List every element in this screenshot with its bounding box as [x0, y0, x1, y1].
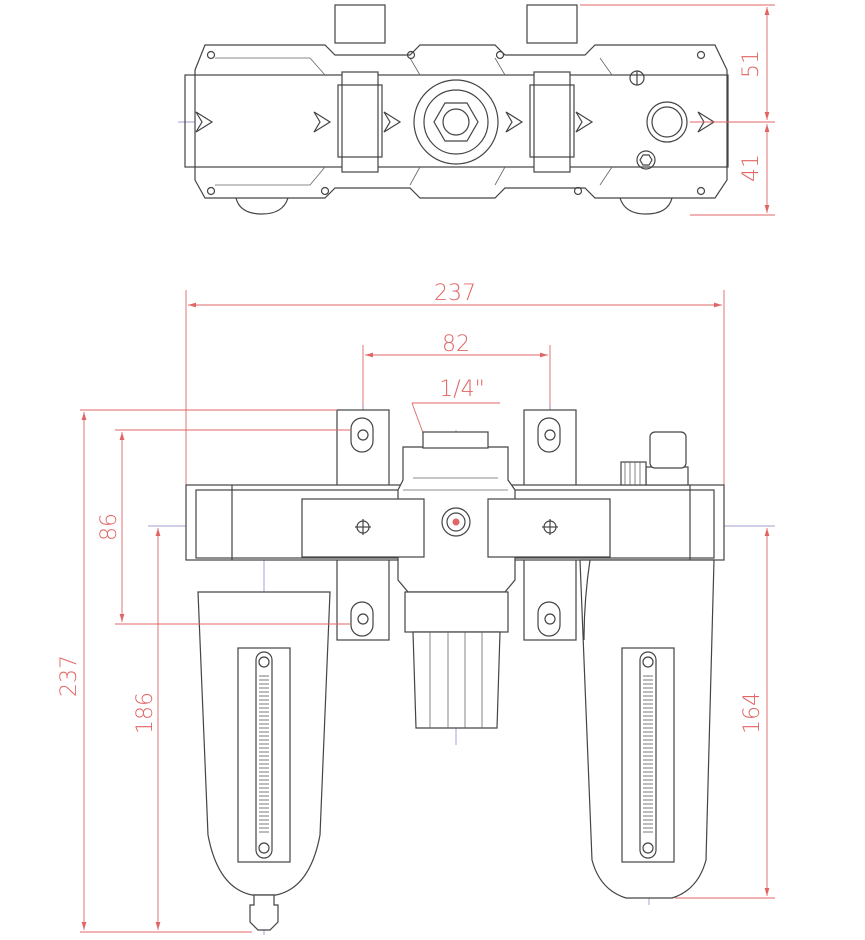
mount-hole-icon [355, 429, 558, 625]
top-body-inner-rect [184, 74, 729, 168]
top-bracket-tab-left [334, 4, 386, 44]
top-drip-hex [639, 154, 653, 166]
dim-86-label: 86 [97, 513, 122, 541]
clamp-plate-right [487, 498, 611, 558]
regulator-knob [404, 591, 509, 729]
top-regulator-ring [423, 89, 489, 155]
top-bowl-right [619, 197, 673, 215]
top-regulator-outer [413, 79, 499, 165]
top-corner-screws [206, 50, 706, 196]
dim-51-label: 51 [739, 50, 764, 78]
dim-237h-label: 237 [57, 655, 82, 697]
dim-164-label: 164 [740, 692, 765, 734]
top-bowl-left [235, 197, 289, 215]
top-clamp-right [533, 71, 571, 173]
filter-sight-glass-ticks [259, 675, 269, 833]
top-lubricator-port-inner [651, 106, 683, 138]
top-clamp-left [341, 71, 379, 173]
gauge-port [441, 507, 471, 537]
top-regulator-hex [433, 102, 479, 142]
filter-bowl [197, 591, 331, 931]
port-size-label: 1/4" [439, 377, 485, 402]
dim-237w-label: 237 [434, 281, 476, 306]
lubricator-sight-glass-ticks [643, 675, 653, 833]
top-drip-sight [636, 150, 656, 170]
lubricator-bowl [579, 559, 715, 899]
top-view: 51 41 [178, 4, 775, 216]
top-inner-contour-lower [215, 166, 613, 186]
flow-arrow-icon [195, 111, 716, 133]
top-regulator-center [442, 108, 470, 136]
dim-186-label: 186 [133, 692, 158, 734]
regulator-top-cap [422, 431, 489, 449]
lubricator-cap [620, 431, 689, 486]
top-lubricator-port [646, 101, 688, 143]
front-view: 237 82 1/4" [57, 281, 775, 935]
top-inner-contour-upper [215, 57, 613, 76]
top-bracket-tab-right [526, 4, 578, 44]
top-clamp-left-inner [337, 84, 383, 158]
top-body-outline [194, 44, 728, 199]
dim-41-label: 41 [739, 154, 764, 182]
top-clamp-right-inner [529, 84, 575, 158]
dim-82-label: 82 [442, 332, 470, 357]
